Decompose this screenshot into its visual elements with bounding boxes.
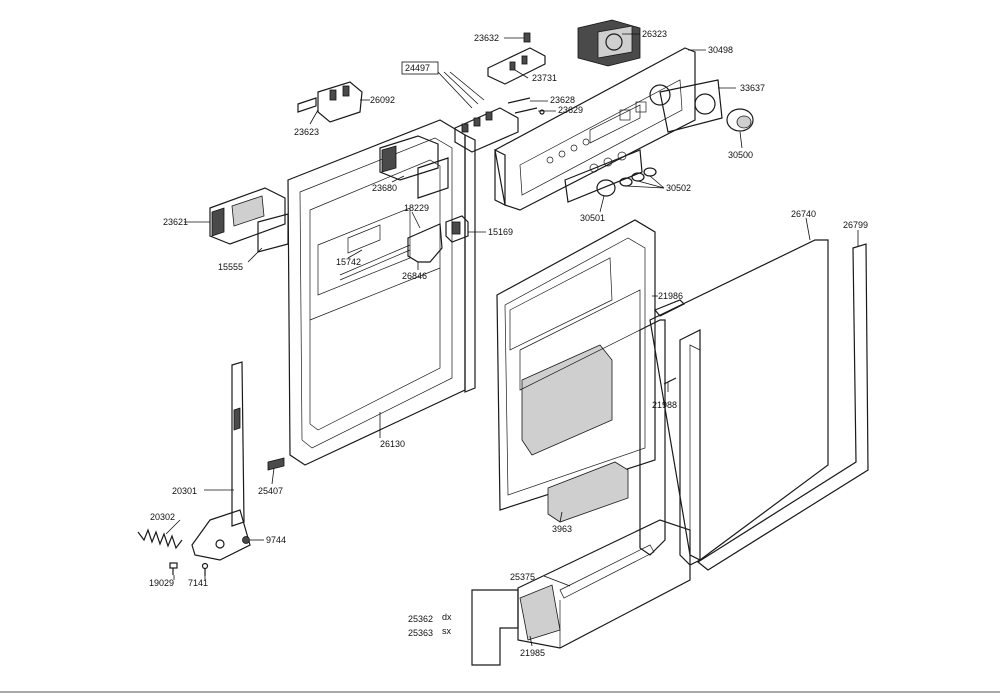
label-15742: 15742 [336,257,361,267]
part-kickplate-25375 [517,519,691,649]
part-strip-26799 [696,243,869,571]
part-pin-9744 [242,536,250,544]
part-lock-26092 [297,81,363,123]
label-25363: 25363 [408,628,433,638]
label-30501: 30501 [580,213,605,223]
part-fascia-33637 [659,79,723,133]
label-26740: 26740 [791,209,816,219]
part-hinge-arm-20301 [191,361,251,561]
part-23680 [379,135,449,199]
label-30502: 30502 [666,183,691,193]
label-30500: 30500 [728,150,753,160]
label-24497: 24497 [405,63,430,73]
part-15169 [445,215,469,243]
label-15555: 15555 [218,262,243,272]
part-clip-23731 [487,47,546,85]
label-23621: 23621 [163,217,188,227]
part-control-panel-30498 [494,47,696,211]
part-26846 [407,223,443,263]
part-foam-3963 [547,461,629,523]
label-25407: 25407 [258,486,283,496]
part-inner-door-26130 [287,119,476,466]
label-33637: 33637 [740,83,765,93]
label-18229: 18229 [404,203,429,213]
label-23632: 23632 [474,33,499,43]
part-knob-30500 [726,108,754,132]
label-9744: 9744 [266,535,286,545]
label-7141: 7141 [188,578,208,588]
part-screw-7141 [201,562,209,576]
label-26846: 26846 [402,271,427,281]
label-23623: 23623 [294,127,319,137]
label-23731: 23731 [532,73,557,83]
label-20302: 20302 [150,512,175,522]
part-selector-30501 [564,149,643,203]
part-pin-19029 [169,562,178,575]
part-side-plate-25362 [471,589,519,666]
part-spring-20302 [137,528,183,550]
label-3963: 3963 [552,524,572,534]
part-23632 [523,32,531,43]
label-25375: 25375 [510,572,535,582]
part-dispenser-23621 [209,187,289,253]
label-23629: 23629 [558,105,583,115]
label-25362-suffix: dx [442,612,452,622]
label-21988: 21988 [652,400,677,410]
label-20301: 20301 [172,486,197,496]
label-25363-suffix: sx [442,626,452,636]
part-panel-21986 [639,299,686,556]
part-bracket-24497 [454,107,519,153]
label-21985: 21985 [520,648,545,658]
label-30498: 30498 [708,45,733,55]
label-23680: 23680 [372,183,397,193]
label-26323: 26323 [642,29,667,39]
label-24497-box [401,61,439,75]
label-26799: 26799 [843,220,868,230]
part-programmer-26323 [577,19,641,67]
label-21986: 21986 [658,291,683,301]
part-screw-21988 [663,377,677,385]
part-pins-23628 [507,97,545,115]
label-25362: 25362 [408,614,433,624]
leader-lines [165,33,859,647]
part-door-insulation [496,219,656,511]
label-15169: 15169 [488,227,513,237]
label-19029: 19029 [149,578,174,588]
label-23628: 23628 [550,95,575,105]
part-25407 [267,457,285,471]
label-26130: 26130 [380,439,405,449]
label-26092: 26092 [370,95,395,105]
